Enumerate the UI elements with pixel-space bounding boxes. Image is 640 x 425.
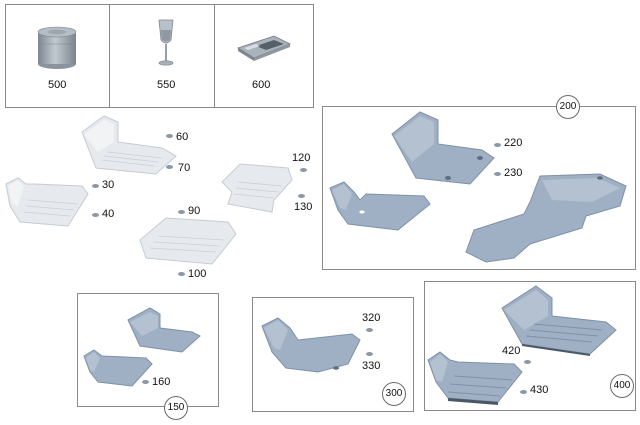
part-number-100: 100 (188, 268, 207, 280)
callout-dot-30 (92, 184, 99, 188)
part-number-430: 430 (530, 384, 549, 396)
part-number-130: 130 (294, 201, 313, 213)
callout-dot-40 (92, 213, 99, 217)
callout-dot-420 (524, 360, 531, 364)
set-number-200[interactable]: 200 (556, 95, 580, 119)
callout-dot-320 (366, 328, 373, 332)
part-number-90: 90 (188, 205, 201, 217)
cleaner-tin-icon[interactable] (34, 24, 80, 70)
part-number-60: 60 (176, 131, 189, 143)
mat-set-300-driver-mat[interactable] (258, 317, 364, 374)
part-number-220: 220 (504, 137, 523, 149)
loose-mat-120-130[interactable] (218, 160, 296, 216)
mat-set-400-front-mat[interactable] (498, 284, 620, 356)
part-number-330: 330 (362, 360, 381, 372)
part-number-550: 550 (157, 79, 176, 91)
callout-dot-70 (166, 165, 173, 169)
part-number-230: 230 (504, 167, 523, 179)
callout-dot-160 (142, 380, 149, 384)
mat-set-200-rear-mat[interactable] (460, 172, 630, 264)
callout-dot-90 (178, 210, 185, 214)
part-number-600: 600 (252, 79, 271, 91)
part-number-420: 420 (502, 345, 521, 357)
mat-set-200-passenger-mat[interactable] (326, 181, 434, 232)
set-number-400[interactable]: 400 (610, 374, 634, 398)
loose-mat-30-40[interactable] (4, 176, 92, 230)
part-number-30: 30 (102, 179, 115, 191)
part-number-320: 320 (362, 312, 381, 324)
callout-dot-330 (366, 352, 373, 356)
accessory-divider-1 (109, 4, 110, 108)
part-number-40: 40 (102, 208, 115, 220)
callout-dot-100 (178, 272, 185, 276)
cleaning-cloth-icon[interactable] (236, 32, 292, 62)
loose-mat-60-70[interactable] (74, 112, 184, 176)
callout-dot-120 (300, 168, 307, 172)
mat-set-150-front-mat[interactable] (124, 306, 204, 354)
callout-dot-430 (520, 390, 527, 394)
set-number-150[interactable]: 150 (164, 396, 188, 420)
part-number-160: 160 (152, 376, 171, 388)
mat-set-400-passenger-mat[interactable] (426, 351, 526, 406)
mat-set-200-driver-mat[interactable] (386, 110, 498, 186)
mat-set-150-passenger-mat[interactable] (82, 349, 156, 388)
accessory-divider-2 (214, 4, 215, 108)
set-number-300[interactable]: 300 (382, 382, 406, 406)
part-number-120: 120 (292, 152, 311, 164)
part-number-500: 500 (48, 79, 67, 91)
part-number-70: 70 (178, 162, 191, 174)
loose-mat-90-100[interactable] (136, 214, 240, 266)
callout-dot-230 (494, 172, 501, 176)
callout-dot-60 (166, 134, 173, 138)
wine-glass-icon[interactable] (154, 18, 178, 70)
callout-dot-220 (494, 143, 501, 147)
callout-dot-130 (298, 194, 305, 198)
